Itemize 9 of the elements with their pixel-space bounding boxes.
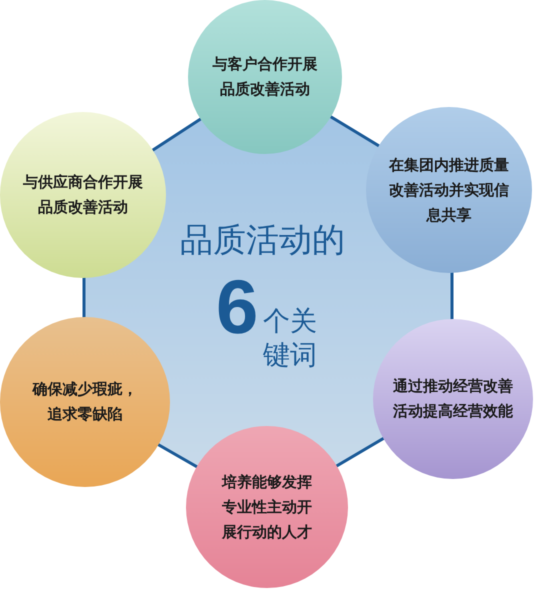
keyword-text: 与供应商合作开展品质改善活动 [22,172,144,218]
keyword-text: 确保减少瑕疵，追求零缺陷 [31,379,138,425]
title-text: 个关键词 [263,305,318,373]
keyword-text: 与客户合作开展品质改善活动 [212,54,318,100]
keyword-text: 在集团内推进质量改善活动并实现信息共享 [388,154,510,226]
big-number: 6 [216,270,258,346]
keyword-text: 通过推动经营改善活动提高经营效能 [392,376,514,422]
keyword-text: 培养能够发挥专业性主动开展行动的人才 [220,472,313,542]
title-heading: 品质活动的 [180,219,345,261]
